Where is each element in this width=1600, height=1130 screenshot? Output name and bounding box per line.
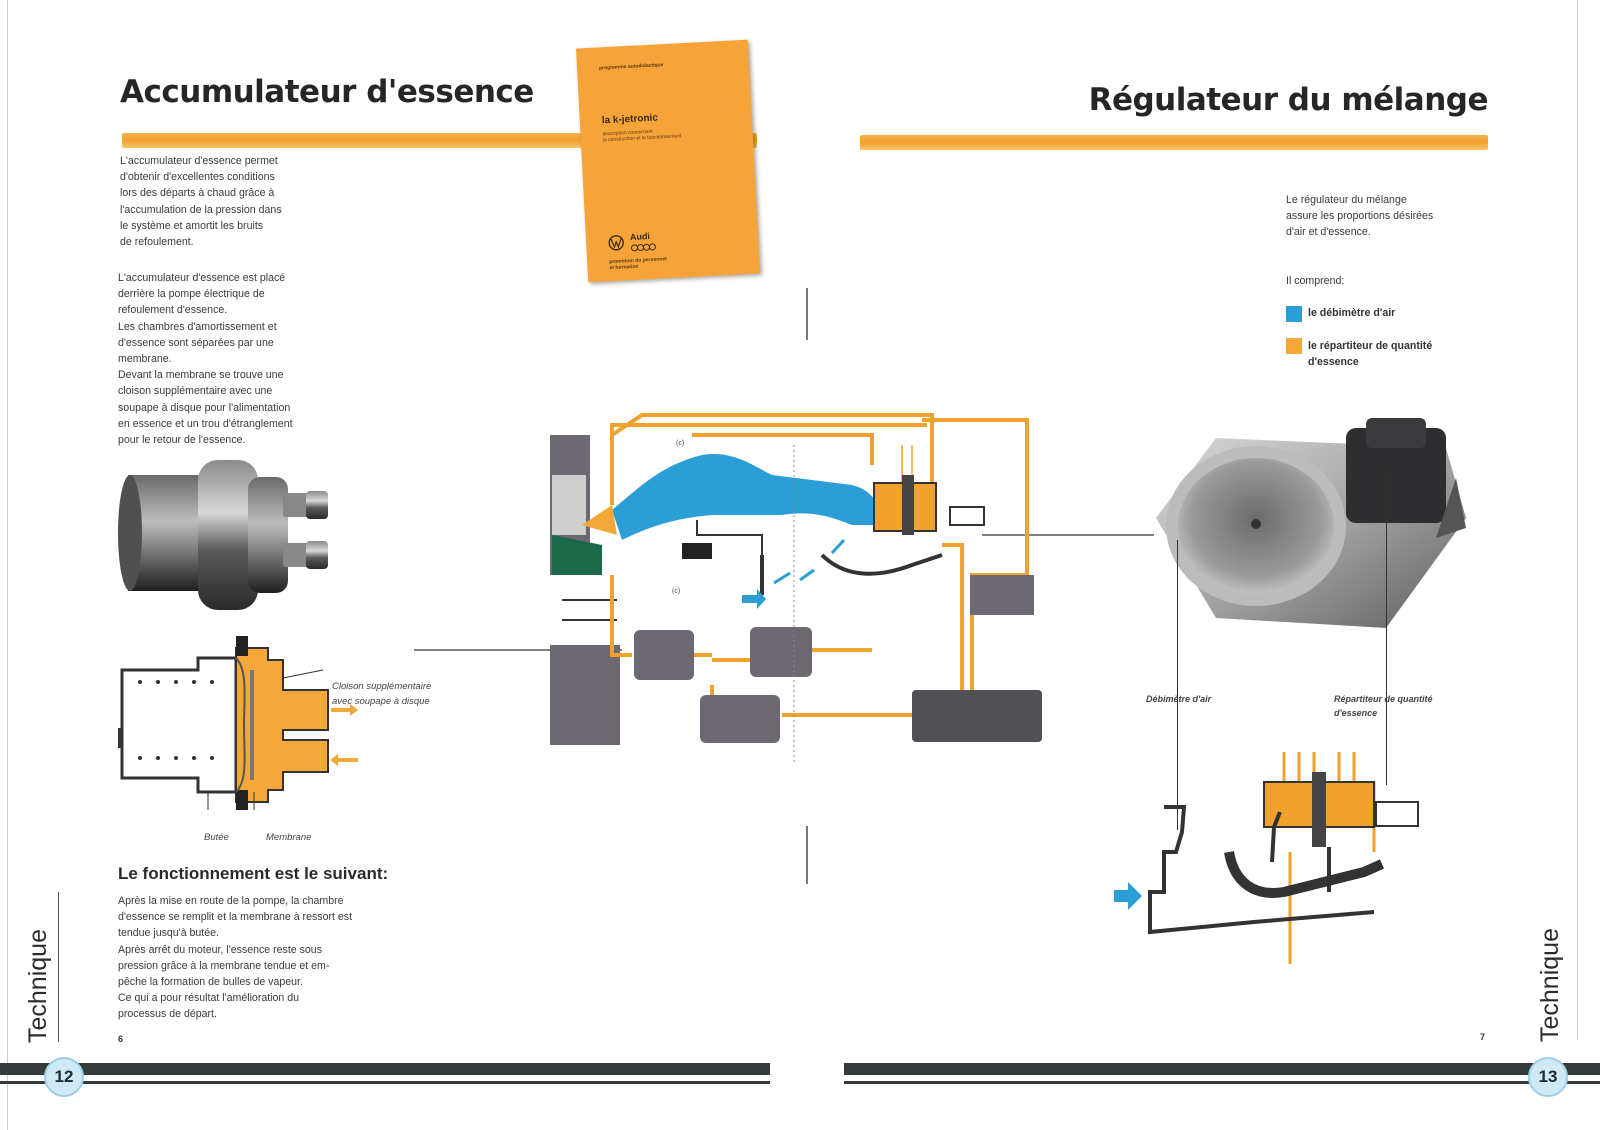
right-page: Régulateur du mélange Le régulateur du m… [800,0,1600,1130]
book-cover-title: la k-jetronic [601,112,659,127]
k-jetronic-schematic [414,413,1154,765]
right-intro-paragraph: Le régulateur du mélange assure les prop… [1286,192,1486,241]
left-badge-number: 12 [54,1067,74,1086]
left-side-label: Technique [24,929,52,1043]
left-detail-paragraph: L'accumulateur d'essence est placé derri… [118,270,358,448]
detail-line: membrane. [118,353,172,366]
left-intro-paragraph: L'accumulateur d'essence permet d'obteni… [120,153,350,250]
label-membrane: Membrane [266,832,312,843]
book-cover-top: programme autodidactique [598,62,664,72]
legend-repartiteur: le répartiteur de quantité d'essence [1286,338,1476,370]
right-page-title: Régulateur du mélange [1088,82,1489,118]
detail-line: cloison supplémentaire avec une [118,385,273,398]
photo-callout-line-right [1386,470,1387,785]
left-footer-stripe-thin [0,1081,770,1084]
right-intro-line: Le régulateur du mélange [1286,194,1407,206]
function-line: processus de départ. [118,1008,217,1021]
book-cover: programme autodidactique la k-jetronic d… [575,39,761,283]
vw-logo-icon [608,235,624,251]
detail-line: L'accumulateur d'essence est placé [118,272,286,284]
right-side-label: Technique [1536,928,1564,1042]
function-line: Après la mise en route de la pompe, la c… [118,895,344,907]
function-line: Après arrêt du moteur, l'essence reste s… [118,943,322,956]
detail-line: derrière la pompe électrique de [118,288,265,301]
mixture-regulator-schematic [1114,752,1419,964]
intro-line: lors des départs à chaud grâce à [120,187,275,200]
intro-line: le système et amortit les bruits [120,219,264,232]
right-badge-number: 13 [1538,1067,1558,1086]
detail-line: soupape à disque pour l'alimentation [118,401,291,414]
schematic-label-a: (c) [676,440,685,447]
legend-debimetre: le débimètre d'air [1286,306,1395,322]
book-cover-footer2: et formation [609,263,639,272]
intro-line: d'obtenir d'excellentes conditions [120,171,275,184]
left-page-badge: 12 [44,1057,84,1097]
function-line: tendue jusqu'à butée. [118,927,219,940]
label-butee: Butée [204,832,229,843]
mixture-regulator-photo [1156,418,1466,628]
right-footer-stripe-thin [844,1081,1600,1084]
intro-line: de refoulement. [120,236,194,249]
right-footer-stripe [844,1063,1600,1075]
right-side-rule [1577,0,1578,1040]
legend-swatch-blue [1286,306,1302,322]
left-page-title: Accumulateur d'essence [120,74,534,110]
accumulator-cross-section [118,636,358,810]
intro-line: l'accumulation de la pression dans [120,203,282,216]
detail-line: refoulement d'essence. [118,304,228,317]
gutter-mark-top [806,288,808,340]
left-page-number: 6 [118,1034,124,1044]
audi-rings-icon [631,243,656,252]
function-line: pression grâce à la membrane tendue et e… [118,959,330,972]
right-intro-line: assure les proportions désirées [1286,210,1434,223]
right-page-badge: 13 [1528,1057,1568,1097]
left-page-edge [7,0,8,1130]
detail-line: d'essence sont séparées par une [118,336,274,349]
left-subheading: Le fonctionnement est le suivant: [118,864,389,883]
photo-callout-line-left [1177,540,1178,830]
function-line: d'essence se remplit et la membrane à re… [118,911,353,924]
right-title-bar [860,135,1488,150]
detail-line: Les chambres d'amortissement et [118,320,277,333]
book-cover-brand: Audi [629,231,651,243]
gutter-mark-bottom [806,826,808,884]
accumulator-photo [118,460,328,610]
function-line: pêche la formation de bulles de vapeur. [118,976,303,989]
left-page: Accumulateur d'essence L'accumulateur d'… [0,0,770,1130]
left-side-rule [58,892,59,1042]
label-repartiteur-2: d'essence [1334,708,1378,718]
intro-line: L'accumulateur d'essence permet [120,155,278,167]
left-function-paragraph: Après la mise en route de la pompe, la c… [118,893,418,1023]
function-line: Ce qui a pour résultat l'amélioration du [118,992,300,1005]
detail-line: Devant la membrane se trouve une [118,369,284,382]
label-cloison: Cloison supplémentaire [332,681,432,692]
comprend-label: Il comprend: [1286,275,1345,287]
right-page-number: 7 [1480,1032,1486,1042]
legend-label-debimetre: le débimètre d'air [1308,307,1396,319]
legend-swatch-orange [1286,338,1302,354]
label-debimetre: Débimètre d'air [1146,694,1212,704]
label-cloison-2: avec soupape à disque [332,696,430,707]
schematic-label-b: (c) [672,588,681,595]
left-footer-stripe [0,1063,770,1075]
legend-label-repartiteur: le répartiteur de quantité d'essence [1308,340,1433,368]
label-repartiteur: Répartiteur de quantité [1334,694,1433,704]
right-intro-line: d'air et d'essence. [1286,226,1371,239]
detail-line: en essence et un trou d'étranglement [118,417,293,430]
detail-line: pour le retour de l'essence. [118,434,246,447]
